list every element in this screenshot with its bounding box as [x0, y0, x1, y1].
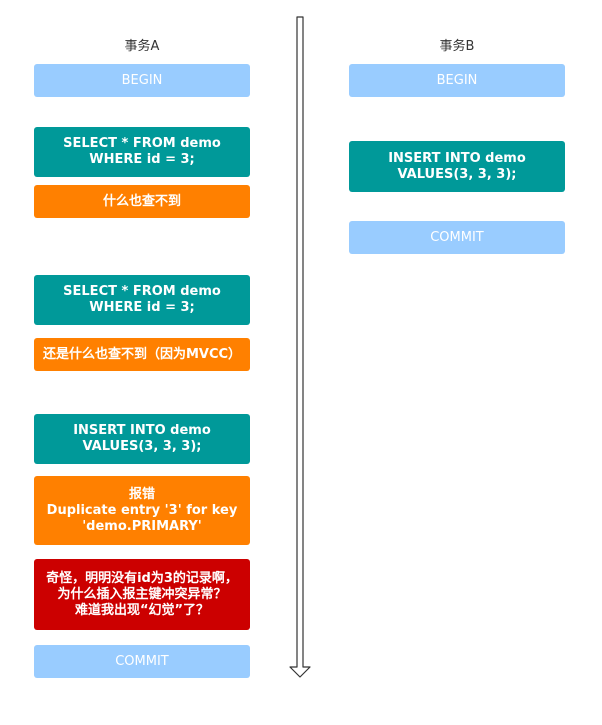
a-select-1-box: SELECT * FROM demo WHERE id = 3;	[34, 127, 250, 177]
a-insert-box: INSERT INTO demo VALUES(3, 3, 3);	[34, 414, 250, 464]
a-begin-box: BEGIN	[34, 64, 250, 97]
b-begin-box: BEGIN	[349, 64, 565, 97]
a-error-box: 报错 Duplicate entry '3' for key 'demo.PRI…	[34, 476, 250, 545]
a-phantom-question-box: 奇怪，明明没有id为3的记录啊， 为什么插入报主键冲突异常？ 难道我出现“幻觉”…	[34, 559, 250, 630]
transaction-b-title: 事务B	[439, 39, 475, 54]
a-commit-box: COMMIT	[34, 645, 250, 678]
b-insert-box: INSERT INTO demo VALUES(3, 3, 3);	[349, 141, 565, 192]
b-commit-box: COMMIT	[349, 221, 565, 254]
a-select-2-box: SELECT * FROM demo WHERE id = 3;	[34, 275, 250, 325]
transaction-a-title: 事务A	[124, 39, 160, 54]
a-empty-result-2-box: 还是什么也查不到（因为MVCC）	[34, 338, 250, 371]
a-empty-result-1-box: 什么也查不到	[34, 185, 250, 218]
